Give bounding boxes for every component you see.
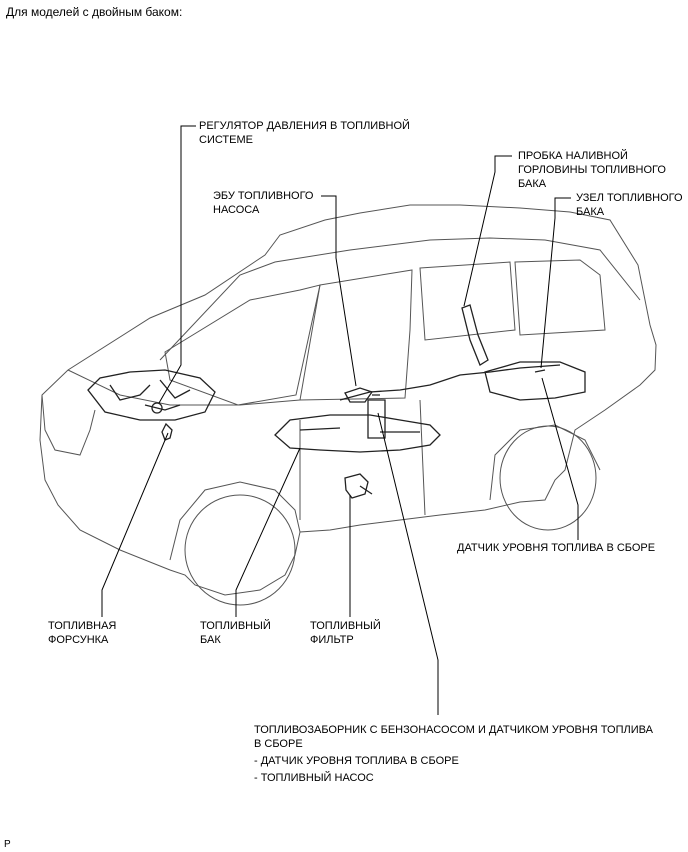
label-pump-ecu-line1: ЭБУ ТОПЛИВНОГО bbox=[213, 190, 314, 202]
hood-line bbox=[67, 369, 301, 406]
label-fuel-filter-line1: ТОПЛИВНЫЙ bbox=[310, 620, 381, 632]
door-line bbox=[299, 399, 426, 520]
label-pressure-regulator: РЕГУЛЯТОР ДАВЛЕНИЯ В ТОПЛИВНОЙ СИСТЕМЕ bbox=[199, 119, 410, 147]
front-wheel bbox=[184, 494, 296, 606]
label-tank-assembly-line1: УЗЕЛ ТОПЛИВНОГО bbox=[576, 192, 683, 204]
label-filler-cap-line3: БАКА bbox=[518, 178, 547, 190]
label-filler-cap-line1: ПРОБКА НАЛИВНОЙ bbox=[518, 150, 628, 162]
roof-line bbox=[159, 237, 641, 361]
intro-text: Для моделей с двойным баком: bbox=[6, 5, 183, 19]
label-fuel-tank-line1: ТОПЛИВНЫЙ bbox=[200, 620, 271, 632]
pressure-regulator-part bbox=[151, 402, 163, 414]
label-injector-line1: ТОПЛИВНАЯ bbox=[48, 620, 117, 632]
fuel-filter-part bbox=[344, 473, 373, 499]
label-tank-assembly-line2: БАКА bbox=[576, 206, 605, 218]
label-suction: ТОПЛИВОЗАБОРНИК С БЕНЗОНАСОСОМ И ДАТЧИКО… bbox=[254, 723, 653, 785]
label-fuel-filter-line2: ФИЛЬТР bbox=[310, 634, 354, 646]
footer-mark: P bbox=[4, 839, 11, 850]
filler-neck-part bbox=[461, 304, 489, 366]
rear-wheel bbox=[499, 425, 597, 531]
label-fuel-tank: ТОПЛИВНЫЙ БАК bbox=[200, 619, 271, 647]
leader-fuel-tank bbox=[235, 447, 301, 617]
label-level-sensor: ДАТЧИК УРОВНЯ ТОПЛИВА В СБОРЕ bbox=[457, 542, 656, 554]
side-window-rear bbox=[419, 261, 516, 341]
label-pressure-regulator-line2: СИСТЕМЕ bbox=[199, 134, 253, 146]
label-suction-line1: ТОПЛИВОЗАБОРНИК С БЕНЗОНАСОСОМ И ДАТЧИКО… bbox=[254, 724, 653, 736]
leader-pump-ecu bbox=[321, 195, 357, 387]
car-body-outline bbox=[39, 204, 657, 596]
label-pump-ecu: ЭБУ ТОПЛИВНОГО НАСОСА bbox=[213, 189, 313, 217]
fuel-lines bbox=[339, 364, 561, 401]
leader-level-sensor bbox=[541, 377, 579, 540]
engine-assembly bbox=[87, 369, 216, 421]
label-injector-line2: ФОРСУНКА bbox=[48, 634, 109, 646]
front-wheel-arch bbox=[169, 481, 301, 561]
label-pressure-regulator-line1: РЕГУЛЯТОР ДАВЛЕНИЯ В ТОПЛИВНОЙ bbox=[199, 120, 410, 132]
leader-tank-assembly bbox=[540, 197, 571, 369]
label-filler-cap-line2: ГОРЛОВИНЫ ТОПЛИВНОГО bbox=[518, 164, 666, 176]
rear-wheel-arch bbox=[489, 424, 601, 501]
injector-part bbox=[161, 422, 173, 441]
label-filler-cap: ПРОБКА НАЛИВНОЙ ГОРЛОВИНЫ ТОПЛИВНОГО БАК… bbox=[518, 149, 666, 191]
leader-suction bbox=[377, 412, 439, 715]
label-fuel-tank-line2: БАК bbox=[200, 634, 221, 646]
fuel-suction-part bbox=[367, 394, 386, 439]
rear-window bbox=[514, 259, 606, 336]
label-tank-assembly: УЗЕЛ ТОПЛИВНОГО БАКА bbox=[576, 191, 683, 219]
leader-filler-cap bbox=[463, 155, 512, 307]
label-injector: ТОПЛИВНАЯ ФОРСУНКА bbox=[48, 619, 116, 647]
side-window-front bbox=[299, 269, 413, 401]
label-fuel-filter: ТОПЛИВНЫЙ ФИЛЬТР bbox=[310, 619, 381, 647]
fuel-tank-part bbox=[274, 414, 441, 453]
windshield bbox=[164, 284, 321, 406]
leader-injector bbox=[101, 432, 169, 617]
label-pump-ecu-line2: НАСОСА bbox=[213, 204, 260, 216]
rear-tank-part bbox=[484, 361, 586, 401]
fuel-pump-ecu-part bbox=[344, 387, 374, 403]
label-suction-line2: В СБОРЕ bbox=[254, 738, 303, 750]
grille bbox=[41, 394, 96, 456]
label-suction-item1: - ДАТЧИК УРОВНЯ ТОПЛИВА В СБОРЕ bbox=[254, 755, 459, 767]
leader-pressure-regulator bbox=[158, 125, 196, 404]
label-suction-item2: - ТОПЛИВНЫЙ НАСОС bbox=[254, 772, 374, 784]
